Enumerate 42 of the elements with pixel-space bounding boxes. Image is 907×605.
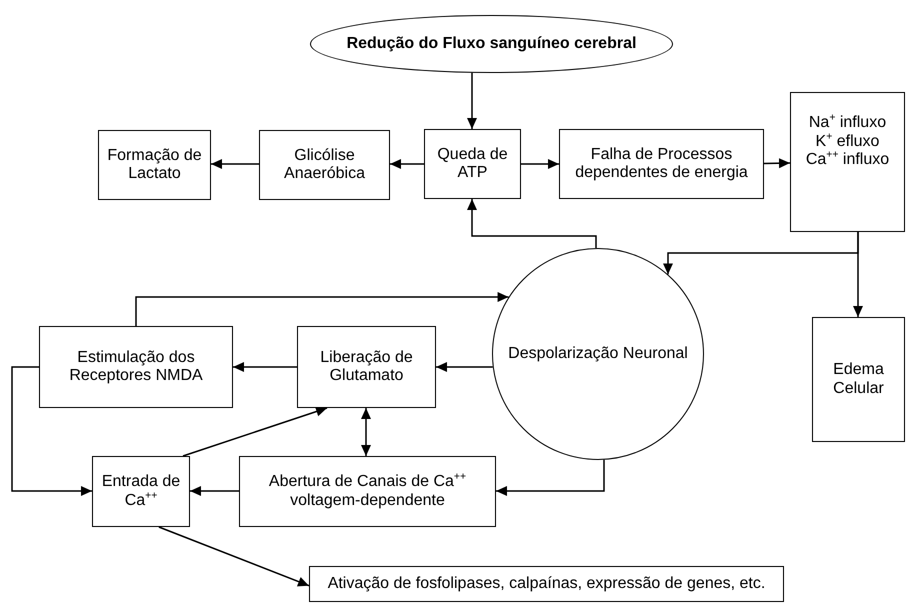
arrow bbox=[211, 159, 259, 169]
process-box bbox=[812, 317, 905, 442]
node-label: Ca$^{++}$ influxo bbox=[804, 151, 890, 170]
node-label: Abertura de Canais de Ca$^{++}$ voltagem-dependente bbox=[268, 473, 468, 510]
arrow bbox=[11, 366, 92, 496]
arrow bbox=[467, 199, 597, 248]
process-box bbox=[259, 130, 390, 200]
node-label: Glicólise Anaeróbica bbox=[283, 146, 366, 184]
node-label: Na$^{+}$ influxo bbox=[808, 114, 888, 133]
arrow bbox=[521, 159, 559, 169]
arrow bbox=[853, 232, 863, 317]
node-label: Formação de Lactato bbox=[106, 146, 203, 184]
arrow bbox=[764, 158, 790, 168]
node-label: Redução do Fluxo sanguíneo cerebral bbox=[346, 34, 638, 54]
process-box bbox=[559, 129, 764, 199]
node-label: Queda de ATP bbox=[436, 146, 509, 182]
arrow bbox=[467, 72, 477, 129]
node-label: K$^{+}$ efluxo bbox=[814, 132, 880, 152]
node-label: Ativação de fosfolipases, calpaínas, expressão de genes, etc. bbox=[326, 574, 766, 594]
process-box bbox=[92, 456, 190, 527]
process-box bbox=[309, 566, 784, 602]
arrow bbox=[182, 406, 328, 457]
node-label: Falha de Processos dependentes de energia bbox=[574, 146, 749, 182]
arrow bbox=[233, 362, 297, 372]
arrow bbox=[496, 460, 605, 496]
node-label: Edema Celular bbox=[832, 361, 885, 398]
node-label: Liberação de Glutamato bbox=[319, 348, 414, 386]
arrow bbox=[158, 526, 310, 586]
node-label: Estimulação dos Receptores NMDA bbox=[68, 348, 204, 386]
node-label: Despolarização Neuronal bbox=[507, 344, 689, 364]
node-label: Entrada de Ca$^{++}$ bbox=[100, 473, 182, 510]
process-box bbox=[39, 326, 233, 408]
process-box bbox=[239, 456, 496, 527]
process-box bbox=[424, 129, 521, 199]
process-box bbox=[297, 326, 436, 408]
arrow bbox=[190, 486, 239, 496]
arrow bbox=[436, 362, 493, 372]
process-box bbox=[98, 130, 211, 200]
process-box bbox=[790, 92, 905, 232]
arrow bbox=[390, 159, 424, 169]
arrow bbox=[135, 292, 509, 326]
arrow bbox=[361, 408, 371, 456]
